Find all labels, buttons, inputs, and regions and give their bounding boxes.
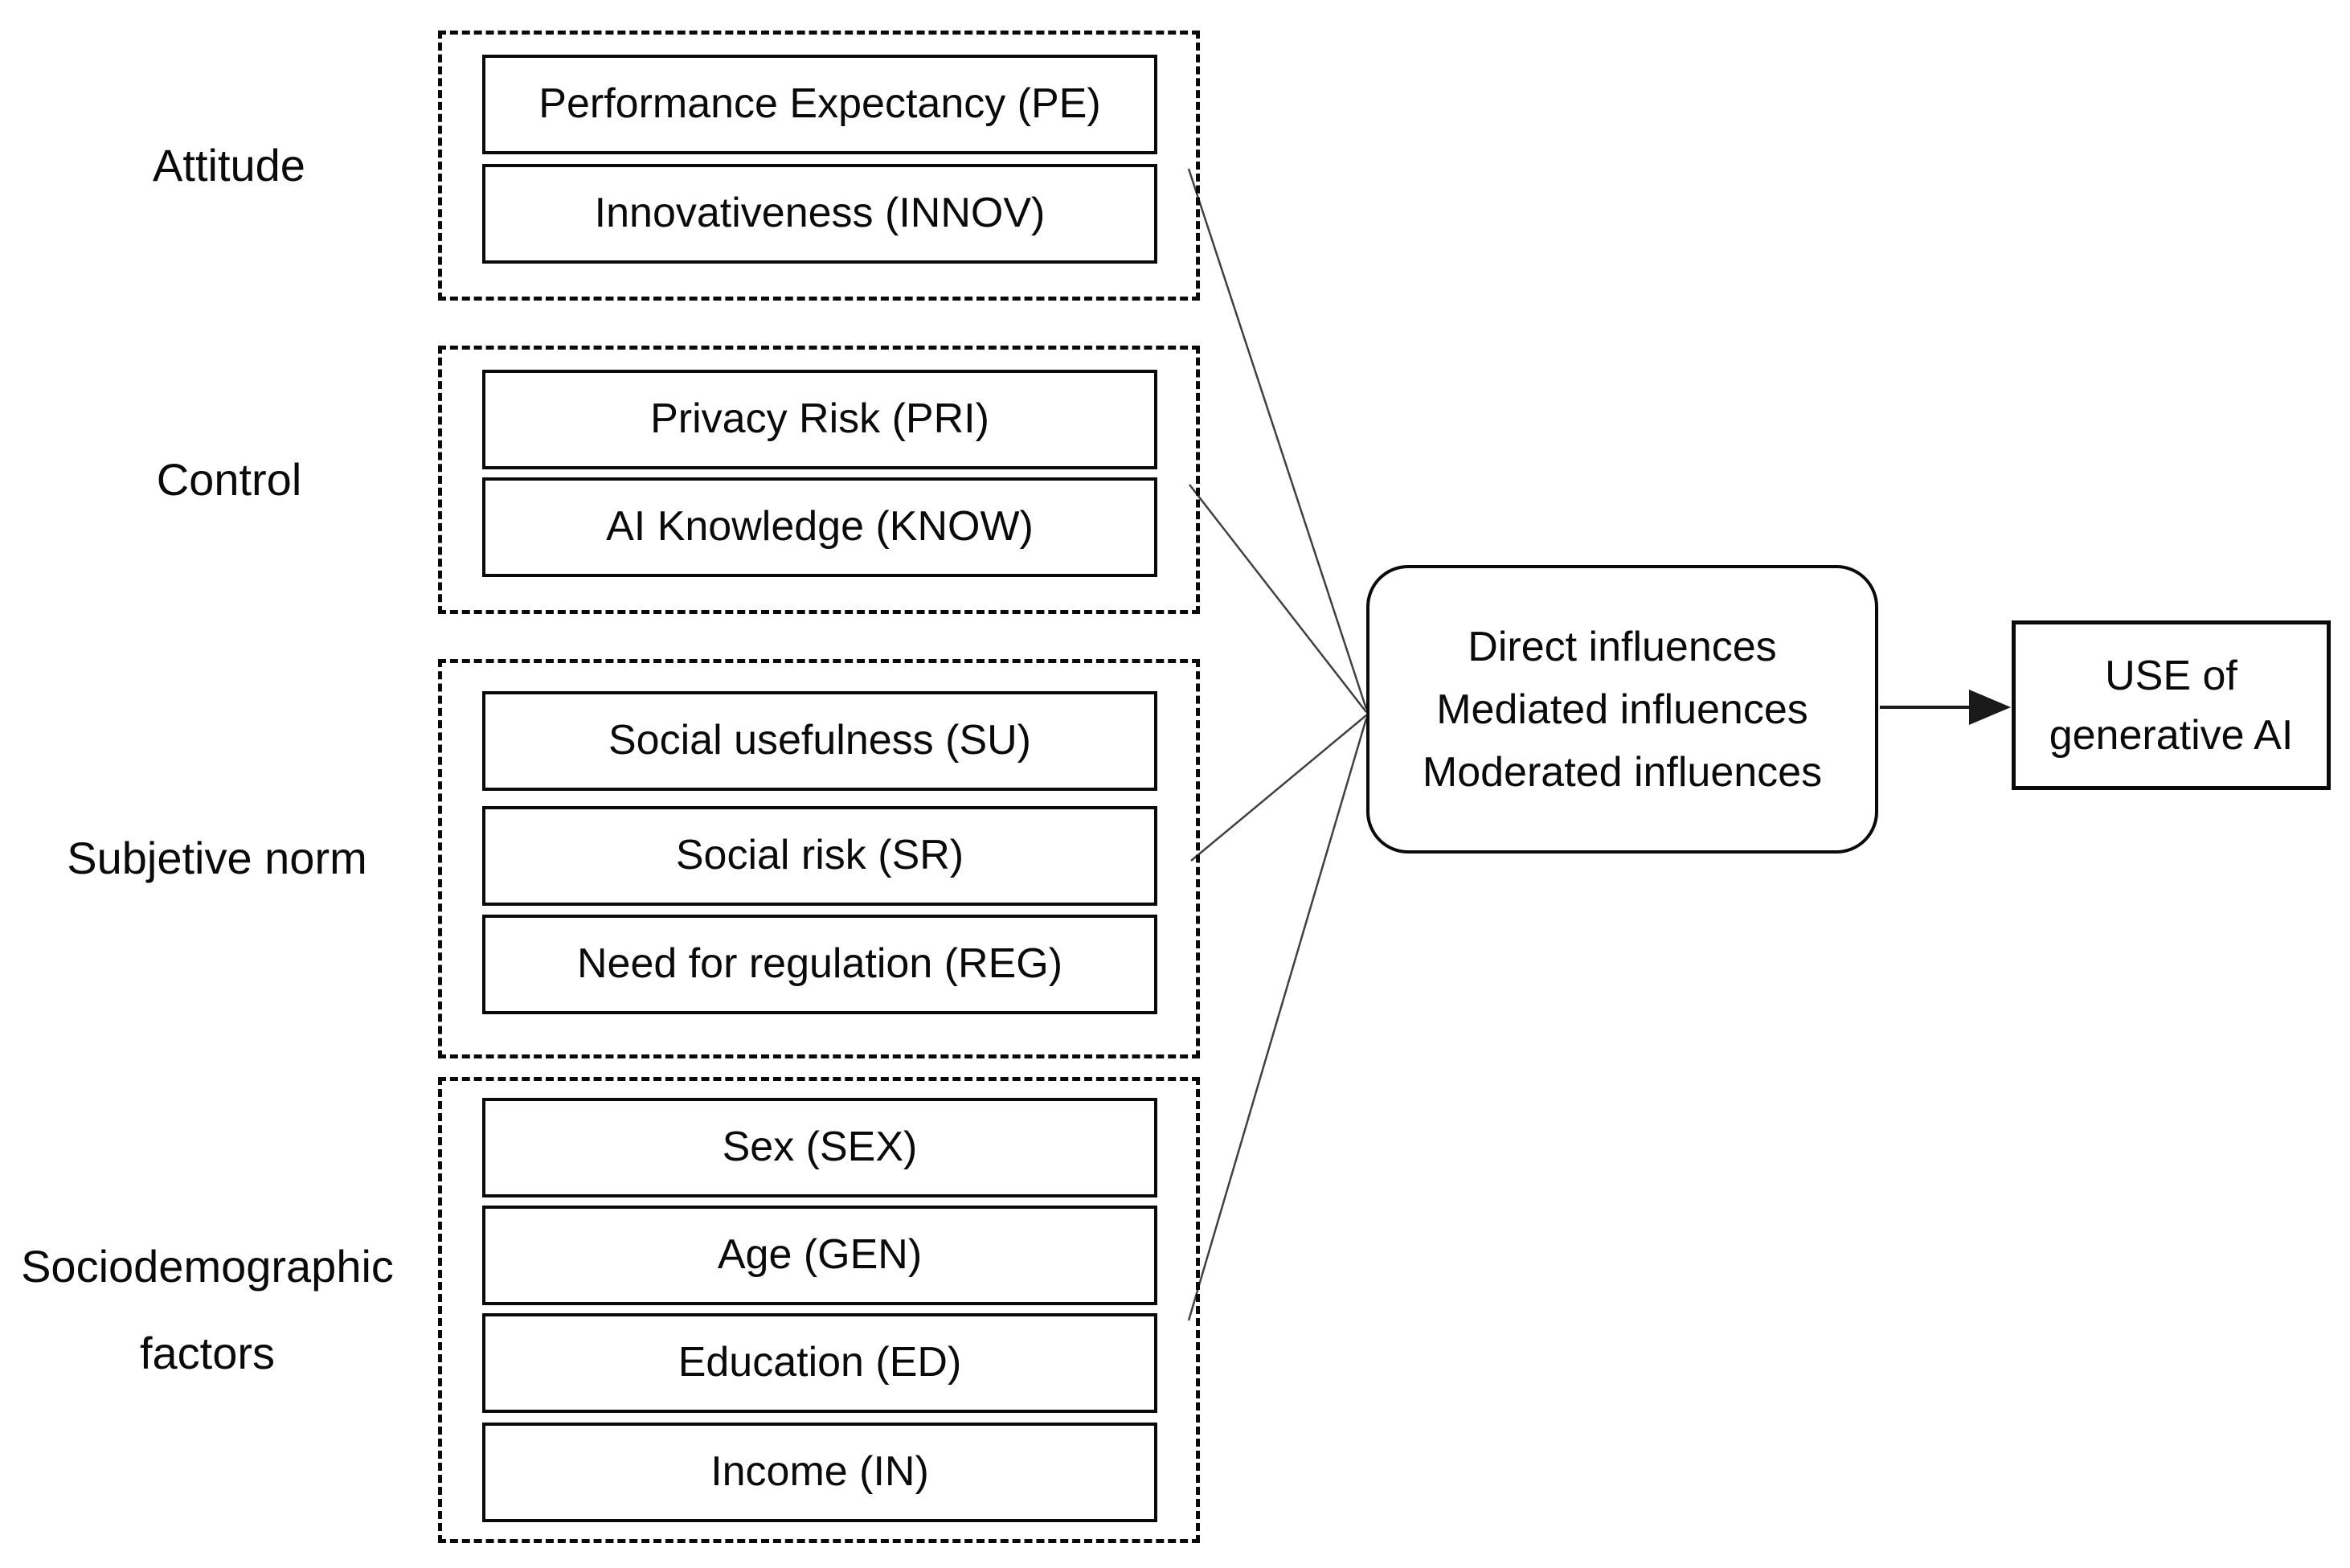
influences-line-mediated: Mediated influences <box>1436 686 1808 733</box>
item-box-ai-knowledge: AI Knowledge (KNOW) <box>482 477 1157 577</box>
label-sociodemographic-factors: Sociodemographic factors <box>21 1241 394 1378</box>
item-box-privacy-risk: Privacy Risk (PRI) <box>482 370 1157 469</box>
connector-sociodemographic-line <box>1187 718 1368 1321</box>
label-subjective-norm: Subjetive norm <box>67 833 367 883</box>
outcome-line-2: generative AI <box>2049 711 2294 759</box>
outcome-line-1: USE of <box>2105 652 2237 699</box>
label-control: Control <box>156 454 302 505</box>
item-box-need-for-regulation: Need for regulation (REG) <box>482 915 1157 1014</box>
item-box-age: Age (GEN) <box>482 1206 1157 1305</box>
connector-attitude-line <box>1187 168 1368 710</box>
item-box-social-risk: Social risk (SR) <box>482 806 1157 906</box>
item-box-income: Income (IN) <box>482 1423 1157 1522</box>
group-control-box <box>438 346 1200 614</box>
influences-box: Direct influences Mediated influences Mo… <box>1366 565 1878 854</box>
group-sociodemographic-box <box>438 1077 1200 1543</box>
group-attitude-box <box>438 31 1200 301</box>
group-subjective-norm-box <box>438 659 1200 1058</box>
connector-control-line <box>1189 484 1367 713</box>
item-box-sex: Sex (SEX) <box>482 1098 1157 1197</box>
use-of-generative-ai-box: USE of generative AI <box>2012 620 2331 790</box>
item-box-social-usefulness: Social usefulness (SU) <box>482 691 1157 791</box>
influences-line-direct: Direct influences <box>1468 623 1777 670</box>
item-box-performance-expectancy: Performance Expectancy (PE) <box>482 55 1157 154</box>
item-box-education: Education (ED) <box>482 1313 1157 1413</box>
label-attitude: Attitude <box>153 140 305 190</box>
connector-subjective-norm-line <box>1190 714 1367 862</box>
influences-line-moderated: Moderated influences <box>1422 748 1823 796</box>
item-box-innovativeness: Innovativeness (INNOV) <box>482 164 1157 264</box>
arrowhead-icon <box>1969 690 2011 725</box>
